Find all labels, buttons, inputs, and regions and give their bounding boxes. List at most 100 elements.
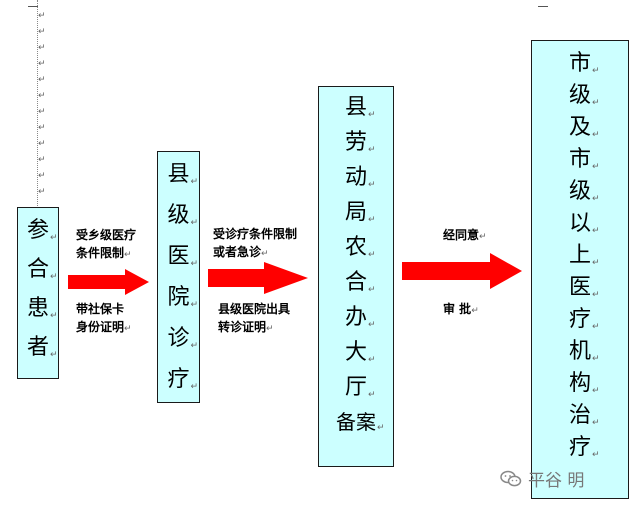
node-char: 农↵ [344,235,376,260]
edge-label-line: 受诊疗条件限制 [213,227,298,241]
paragraph-mark: ↵ [38,155,46,165]
edge-label-line: 带社保卡 [76,302,125,316]
paragraph-mark: ↵ [479,232,487,242]
paragraph-mark: ↵ [50,233,58,243]
node-char: 及↵ [568,115,600,140]
paragraph-mark: ↵ [266,324,274,334]
edge-label-line: 经同意↵ [443,228,487,242]
paragraph-mark: ↵ [592,354,600,364]
paragraph-mark: ↵ [190,300,199,310]
county-hospital-box: 县↵ 级↵ 医↵ 院↵ 诊↵ 疗↵ [157,151,200,403]
node-char: 厅↵ [344,375,376,400]
paragraph-mark: ↵ [592,98,600,108]
paragraph-mark: ↵ [38,171,46,181]
paragraph-mark: ↵ [592,290,600,300]
paragraph-mark: ↵ [50,350,58,360]
node-char: 局↵ [344,200,376,225]
edge-label-line: 受乡级医疗 [76,228,137,242]
node-char: 医↵ [568,275,600,300]
paragraph-mark: ↵ [592,450,600,460]
node-last-line: 备案↵ [336,410,385,434]
dotted-guide-line [37,0,38,210]
corner-mark [28,0,38,7]
paragraph-mark: ↵ [38,107,46,117]
paragraph-mark: ↵ [368,320,376,330]
paragraph-mark: ↵ [592,194,600,204]
city-hospital-box: 市↵级↵及↵市↵级↵以↵上↵医↵疗↵机↵构↵治↵疗↵ [531,40,629,499]
paragraph-mark: ↵ [471,306,479,316]
edge-2-top-label: 受诊疗条件限制或者急诊↵ [213,225,297,263]
paragraph-mark: ↵ [190,177,199,187]
paragraph-mark: ↵ [368,110,376,120]
node-char: 县↵ [167,162,199,187]
paragraph-mark: ↵ [190,259,199,269]
node-char: 参↵ [26,218,58,243]
paragraph-mark: ↵ [38,27,46,37]
watermark-text: 平谷 明 [528,471,585,491]
paragraph-mark: ↵ [592,258,600,268]
node-char: 市↵ [568,147,600,172]
paragraph-mark: ↵ [124,250,132,260]
node-char: 级↵ [568,83,600,108]
edge-3-top-label: 经同意↵ [443,226,487,246]
edge-1-bottom-label: 带社保卡身份证明↵ [76,300,132,338]
edge-2-bottom-label: 县级医院出具转诊证明↵ [218,300,290,338]
paragraph-mark: ↵ [190,341,199,351]
node-char: 治↵ [568,403,600,428]
paragraph-mark: ↵ [592,322,600,332]
paragraph-mark: ↵ [38,43,46,53]
paragraph-mark: ↵ [38,139,46,149]
paragraph-mark: ↵ [261,249,269,259]
edge-label-line: 审 批↵ [443,302,479,316]
node-char: 疗↵ [568,435,600,460]
node-char: 医↵ [167,244,199,269]
paragraph-mark: ↵ [38,75,46,85]
node-char: 诊↵ [167,326,199,351]
paragraph-mark: ↵ [592,418,600,428]
node-char: 级↵ [568,179,600,204]
paragraph-mark: ↵ [38,91,46,101]
watermark: 平谷 明 [500,466,584,491]
node-char: 合↵ [344,270,376,295]
node-char: 院↵ [167,285,199,310]
paragraph-mark: ↵ [592,162,600,172]
participant-box: 参↵合↵患↵者↵ [17,207,59,379]
paragraph-mark: ↵ [38,11,46,21]
arrow-3 [402,253,522,289]
county-office-box: 县↵劳↵动↵局↵农↵合↵办↵大↵厅↵备案↵ [318,86,394,467]
arrow-2 [208,262,308,294]
paragraph-mark: ↵ [368,145,376,155]
edge-3-bottom-label: 审 批↵ [443,300,479,320]
edge-label-line: 或者急诊↵ [213,245,269,259]
paragraph-mark: ↵ [368,285,376,295]
node-char: 级↵ [167,203,199,228]
node-char: 劳↵ [344,130,376,155]
node-char: 县↵ [344,95,376,120]
node-char: 机↵ [568,339,600,364]
paragraph-mark: ↵ [38,59,46,69]
paragraph-mark: ↵ [50,311,58,321]
node-char: 市↵ [568,51,600,76]
node-char: 上↵ [568,243,600,268]
node-char: 办↵ [344,305,376,330]
paragraph-mark: ↵ [38,187,46,197]
node-char: 疗↵ [568,307,600,332]
corner-mark [538,0,548,7]
node-char: 动↵ [344,165,376,190]
paragraph-mark: ↵ [38,123,46,133]
paragraph-mark: ↵ [592,130,600,140]
node-char: 者↵ [26,335,58,360]
paragraph-mark: ↵ [377,423,385,433]
paragraph-mark: ↵ [190,382,199,392]
paragraph-mark: ↵ [592,66,600,76]
city-hospital-label: 市↵级↵及↵市↵级↵以↵上↵医↵疗↵机↵构↵治↵疗↵ [532,51,628,460]
paragraph-mark: ↵ [592,386,600,396]
node-char: 疗↵ [167,367,199,392]
county-office-label: 县↵劳↵动↵局↵农↵合↵办↵大↵厅↵备案↵ [319,95,393,434]
arrow-1 [68,269,149,295]
paragraph-mark: ↵ [368,250,376,260]
paragraph-mark: ↵ [368,180,376,190]
county-hospital-label: 县↵ 级↵ 医↵ 院↵ 诊↵ 疗↵ [158,162,199,392]
paragraph-mark: ↵ [368,355,376,365]
